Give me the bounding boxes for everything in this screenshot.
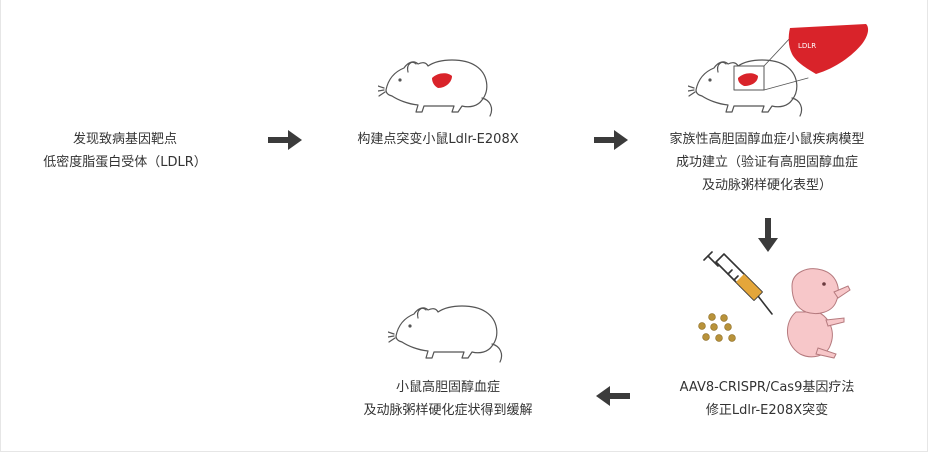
mouse-with-liver (378, 59, 493, 117)
step3-line3: 及动脉粥样硬化表型） (701, 178, 832, 193)
step4-caption: AAV8-CRISPR/Cas9基因疗法 修正Ldlr-E208X突变 (650, 376, 884, 422)
arrow-down (758, 218, 778, 252)
step2-caption: 构建点突变小鼠Ldlr-E208X (340, 128, 536, 151)
step4-line2: 修正Ldlr-E208X突变 (705, 403, 829, 418)
step3-line2: 成功建立（验证有高胆固醇血症 (675, 155, 858, 170)
arrow-left (596, 386, 630, 406)
step5-line2: 及动脉粥样硬化症状得到缓解 (363, 403, 533, 418)
step1-line1: 发现致病基因靶点 (72, 132, 177, 147)
liver-label: LDLR (798, 42, 816, 50)
step1-line2: 低密度脂蛋白受体（LDLR） (43, 155, 207, 170)
newborn-mouse-icon (787, 268, 851, 359)
arrow-right-1 (268, 130, 302, 150)
liver-icon (788, 24, 869, 74)
step1-caption: 发现致病基因靶点 低密度脂蛋白受体（LDLR） (30, 128, 220, 174)
arrow-right-2 (594, 130, 628, 150)
mouse-with-zoomed-liver: LDLR (688, 24, 869, 117)
step2-line1: 构建点突变小鼠Ldlr-E208X (357, 132, 519, 147)
step4-line1: AAV8-CRISPR/Cas9基因疗法 (679, 380, 855, 395)
step3-line1: 家族性高胆固醇血症小鼠疾病模型 (669, 132, 865, 147)
step3-caption: 家族性高胆固醇血症小鼠疾病模型 成功建立（验证有高胆固醇血症 及动脉粥样硬化表型… (636, 128, 898, 197)
healthy-mouse-icon (388, 305, 503, 363)
syringe-icon (703, 251, 773, 315)
step5-line1: 小鼠高胆固醇血症 (395, 380, 500, 395)
step5-caption: 小鼠高胆固醇血症 及动脉粥样硬化症状得到缓解 (340, 376, 556, 422)
viral-particles-icon (698, 313, 736, 342)
